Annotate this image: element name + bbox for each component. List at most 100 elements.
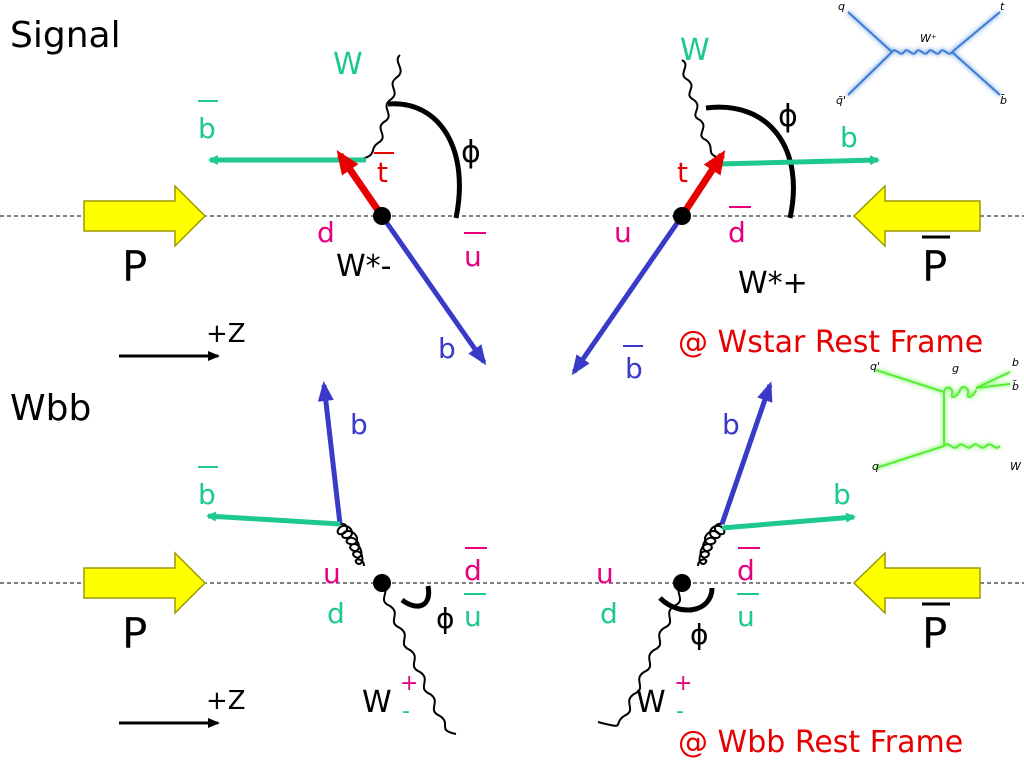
wbb-title: Wbb bbox=[10, 388, 91, 429]
label-bbar: b bbox=[198, 100, 218, 145]
label-phi: ϕ bbox=[778, 99, 798, 134]
svg-text:d: d bbox=[728, 216, 746, 249]
antiproton-label-top: P bbox=[922, 235, 950, 291]
inset-s-bbar: b̄ bbox=[1000, 94, 1007, 107]
svg-text:u: u bbox=[737, 600, 755, 633]
proton-label-top: P bbox=[122, 242, 147, 291]
wbb-rest-frame-label: @ Wbb Rest Frame bbox=[678, 725, 963, 760]
label-dbar: d bbox=[728, 206, 751, 249]
signal-title: Signal bbox=[10, 15, 121, 56]
svg-text:+Z: +Z bbox=[206, 686, 246, 716]
phi-arc bbox=[387, 101, 462, 219]
signal-left-diagram: W b t ϕ d u W*- b bbox=[198, 47, 487, 366]
label-d: d bbox=[317, 216, 335, 249]
svg-text:b: b bbox=[198, 112, 216, 145]
label-t: t bbox=[677, 156, 688, 189]
w-boson-wavy-line bbox=[681, 59, 721, 159]
svg-text:d: d bbox=[737, 554, 755, 587]
w-boson-wavy-line bbox=[355, 54, 402, 161]
b-arrow bbox=[719, 381, 773, 525]
label-b: b bbox=[350, 408, 368, 441]
label-phi: ϕ bbox=[690, 618, 708, 651]
label-phi: ϕ bbox=[461, 135, 481, 170]
b-arrow bbox=[379, 214, 487, 366]
label-ubar: u bbox=[737, 593, 759, 633]
inset-w-b: b bbox=[1012, 356, 1019, 369]
gluon-curly-line bbox=[697, 522, 726, 567]
inset-w-g: g bbox=[952, 362, 959, 375]
label-b: b bbox=[833, 478, 851, 511]
wbb-right-diagram: b b u d d u ϕ W + - bbox=[596, 381, 856, 727]
inset-s-q: q bbox=[838, 0, 845, 13]
bbar-arrow bbox=[206, 511, 341, 527]
b-arrow bbox=[317, 381, 343, 525]
vertex-dot bbox=[673, 207, 691, 225]
label-w: W bbox=[680, 33, 710, 68]
label-w-charge: W + - bbox=[362, 671, 418, 724]
svg-text:W: W bbox=[636, 685, 666, 720]
proton-beam-arrow-bottom bbox=[83, 551, 207, 615]
wbb-left-diagram: b b u d d u ϕ W + - bbox=[198, 381, 487, 735]
z-axis-top: +Z bbox=[119, 319, 246, 361]
svg-text:-: - bbox=[676, 699, 684, 724]
svg-text:P: P bbox=[922, 242, 947, 291]
antiproton-label-bottom: P bbox=[922, 602, 950, 658]
label-b: b bbox=[438, 332, 456, 365]
vertex-dot bbox=[373, 207, 391, 225]
label-w-charge: W + - bbox=[636, 671, 692, 724]
label-b: b bbox=[840, 121, 858, 154]
label-wstar-minus: W*- bbox=[336, 249, 392, 284]
label-dbar: d bbox=[737, 547, 760, 587]
tbar-arrow bbox=[336, 150, 385, 218]
signal-right-diagram: W ϕ b t u d W*+ b bbox=[571, 33, 880, 385]
label-ubar: u bbox=[464, 232, 486, 273]
inset-s-qprime: q̄' bbox=[836, 94, 846, 107]
label-u: u bbox=[614, 216, 632, 249]
b-arrow-teal bbox=[721, 512, 856, 531]
label-u: u bbox=[596, 557, 614, 590]
proton-beam-arrow-top bbox=[83, 184, 207, 248]
bbar-arrow bbox=[571, 214, 685, 376]
svg-text:u: u bbox=[464, 600, 482, 633]
svg-text:-: - bbox=[402, 699, 410, 724]
vertex-dot bbox=[373, 574, 391, 592]
svg-text:+: + bbox=[674, 671, 692, 696]
svg-text:+: + bbox=[400, 671, 418, 696]
label-tbar: t bbox=[374, 152, 394, 189]
label-bbar: b bbox=[623, 345, 643, 385]
gluon-curly-line bbox=[336, 522, 365, 567]
label-w: W bbox=[333, 47, 363, 82]
svg-text:u: u bbox=[464, 240, 482, 273]
b-arrow-teal bbox=[717, 155, 880, 167]
svg-text:b: b bbox=[625, 352, 643, 385]
label-d: d bbox=[600, 597, 618, 630]
svg-text:t: t bbox=[377, 156, 388, 189]
phi-arc bbox=[705, 104, 796, 219]
label-b-top: b bbox=[722, 408, 740, 441]
label-dbar: d bbox=[464, 547, 487, 587]
svg-text:d: d bbox=[464, 554, 482, 587]
t-arrow bbox=[679, 149, 726, 218]
label-bbar: b bbox=[198, 466, 218, 511]
svg-text:W: W bbox=[362, 685, 392, 720]
wstar-rest-frame-label: @ Wstar Rest Frame bbox=[678, 325, 983, 360]
w-boson-wavy-line bbox=[381, 583, 457, 735]
svg-text:b: b bbox=[198, 478, 216, 511]
inset-w-qprime: q' bbox=[870, 360, 880, 373]
label-ubar: u bbox=[464, 593, 486, 633]
inset-s-t: t bbox=[1000, 0, 1005, 13]
inset-s-wplus: W⁺ bbox=[920, 32, 937, 45]
inset-w-q: q bbox=[872, 460, 879, 473]
phi-arc bbox=[400, 585, 432, 609]
antiproton-beam-arrow-top bbox=[852, 184, 981, 248]
label-wstar-plus: W*+ bbox=[738, 266, 808, 301]
antiproton-beam-arrow-bottom bbox=[852, 551, 981, 615]
phi-arc bbox=[658, 587, 715, 613]
z-axis-bottom: +Z bbox=[119, 686, 246, 728]
svg-text:+Z: +Z bbox=[206, 319, 246, 349]
inset-w-w: W bbox=[1010, 460, 1022, 473]
inset-wbb-feynman bbox=[875, 369, 1011, 469]
vertex-dot bbox=[673, 574, 691, 592]
inset-w-bbar: b̄ bbox=[1012, 380, 1019, 393]
